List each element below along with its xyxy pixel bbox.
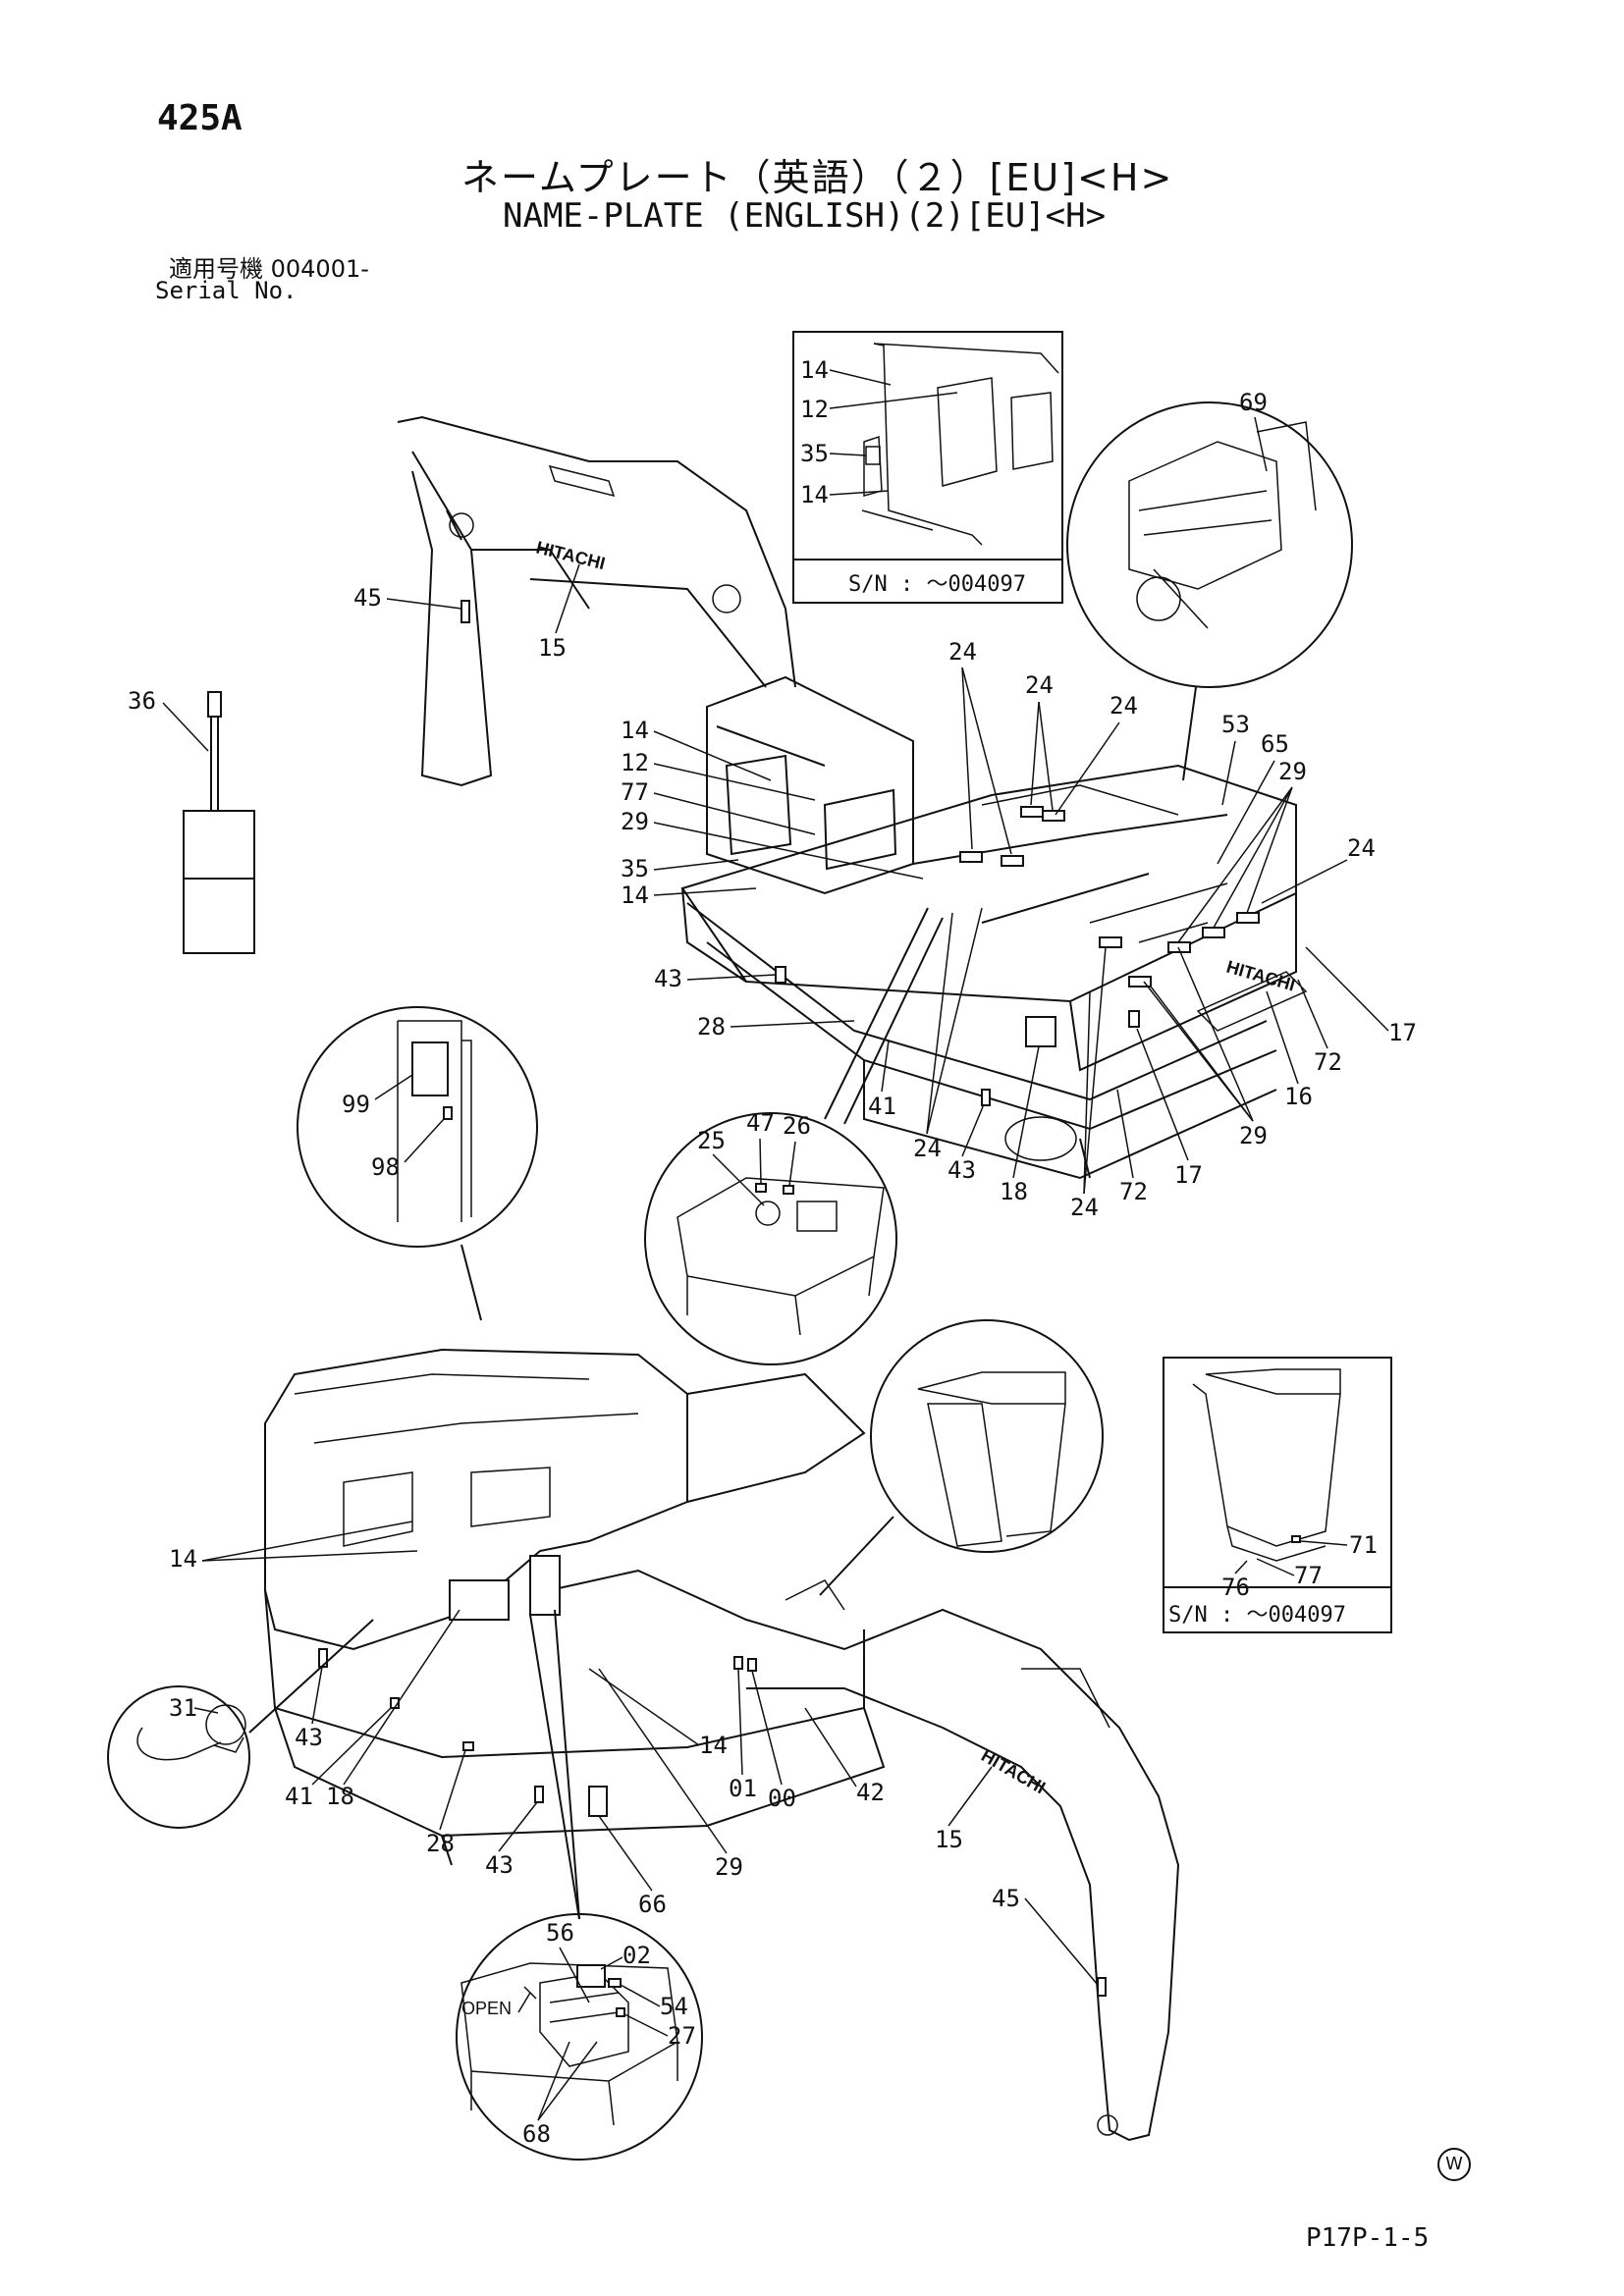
callout-14: 14	[800, 356, 829, 384]
callout-24: 24	[1110, 692, 1138, 720]
callout-14: 14	[699, 1732, 728, 1759]
callout-47: 47	[746, 1109, 775, 1137]
callout-45: 45	[353, 584, 382, 612]
callout-72: 72	[1119, 1178, 1148, 1205]
machine-view-upper: HITACHI HITACHI 45 15 14 12 77	[353, 415, 1417, 1221]
callout-01: 01	[729, 1775, 757, 1802]
callout-27: 27	[668, 2022, 696, 2050]
brand-label: HITACHI	[534, 537, 607, 573]
serial-label-english: Serial No.	[155, 277, 298, 304]
callout-24: 24	[1025, 671, 1054, 699]
callout-69: 69	[1239, 389, 1268, 416]
engine-detail-circle: 69	[1066, 389, 1353, 781]
page-code: 425A	[157, 98, 243, 138]
callout-71: 71	[1349, 1531, 1378, 1559]
callout-24: 24	[948, 638, 977, 666]
callout-43: 43	[295, 1724, 323, 1751]
open-label: OPEN	[461, 1999, 512, 2018]
callout-24: 24	[1070, 1194, 1099, 1221]
callout-24: 24	[1347, 834, 1376, 862]
callout-56: 56	[546, 1919, 574, 1947]
callout-65: 65	[1261, 730, 1289, 758]
callout-43: 43	[654, 965, 682, 992]
callout-43: 43	[947, 1156, 976, 1184]
callout-28: 28	[697, 1013, 726, 1041]
title-japanese: ネームプレート（英語）（２）[EU]<H>	[461, 156, 1174, 199]
callout-45: 45	[992, 1885, 1020, 1912]
callout-15: 15	[538, 634, 567, 662]
detail-circle-filler: 25 47 26	[644, 907, 944, 1365]
tag-item-36: 36	[128, 687, 255, 954]
callout-14: 14	[800, 481, 829, 508]
callout-15: 15	[935, 1826, 963, 1853]
callout-43: 43	[485, 1851, 514, 1879]
callout-66: 66	[638, 1891, 667, 1918]
callout-54: 54	[660, 1993, 688, 2020]
callout-77: 77	[621, 778, 649, 806]
detail-box-cab-top: 14 12 35 14 S/N : ～004097	[792, 331, 1063, 604]
callout-41: 41	[285, 1783, 313, 1810]
callout-16: 16	[1284, 1083, 1313, 1110]
callout-36: 36	[128, 687, 156, 715]
callout-28: 28	[426, 1830, 455, 1857]
callout-31: 31	[169, 1694, 197, 1722]
callout-02: 02	[623, 1942, 651, 1969]
serial-note: S/N : ～004097	[1168, 1603, 1346, 1628]
callout-35: 35	[800, 440, 829, 467]
callout-25: 25	[697, 1127, 726, 1154]
callout-68: 68	[522, 2120, 551, 2148]
detail-circle-rear-panel: 99 98	[297, 1006, 538, 1321]
callout-14: 14	[621, 717, 649, 744]
callout-18: 18	[1000, 1178, 1028, 1205]
callout-12: 12	[621, 749, 649, 776]
callout-29: 29	[1239, 1122, 1268, 1149]
callout-35: 35	[621, 855, 649, 882]
detail-circle-filter: 31	[107, 1619, 374, 1829]
detail-circle-battery: OPEN 56 02 54 27 68	[456, 1913, 703, 2161]
serial-label-japanese: 適用号機 004001-	[169, 255, 369, 283]
watermark-symbol: W	[1437, 2148, 1471, 2181]
callout-72: 72	[1314, 1048, 1342, 1076]
callout-18: 18	[326, 1783, 354, 1810]
callout-99: 99	[342, 1091, 370, 1118]
callout-29: 29	[1278, 758, 1307, 785]
serial-note: S/N : ～004097	[848, 572, 1026, 597]
page-reference: P17P-1-5	[1306, 2223, 1430, 2253]
detail-box-cab-right: 71 77 76 S/N : ～004097	[1163, 1357, 1392, 1633]
callout-76: 76	[1221, 1574, 1250, 1601]
callout-17: 17	[1174, 1161, 1203, 1189]
title-english: NAME-PLATE (ENGLISH)(2)[EU]<H>	[503, 196, 1107, 236]
callout-53: 53	[1221, 711, 1250, 738]
callout-26: 26	[783, 1112, 811, 1140]
callout-24: 24	[913, 1135, 942, 1162]
callout-17: 17	[1388, 1019, 1417, 1046]
callout-41: 41	[868, 1093, 896, 1120]
detail-circle-cab-side	[819, 1319, 1104, 1596]
callout-77: 77	[1294, 1562, 1323, 1589]
callout-29: 29	[715, 1853, 743, 1881]
callout-29: 29	[621, 808, 649, 835]
brand-label: HITACHI	[1224, 957, 1297, 995]
callout-14: 14	[169, 1545, 197, 1573]
callout-12: 12	[800, 396, 829, 423]
callout-42: 42	[856, 1779, 885, 1806]
callout-14: 14	[621, 881, 649, 909]
callout-00: 00	[768, 1785, 796, 1812]
callout-98: 98	[371, 1153, 400, 1181]
